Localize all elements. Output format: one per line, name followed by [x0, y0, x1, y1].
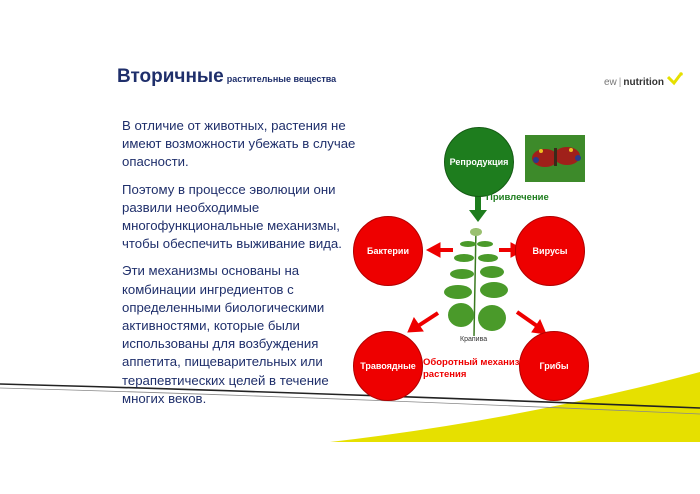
defense-mechanism-label: Оборотный механизм растения: [423, 357, 527, 380]
attraction-arrow: [469, 193, 487, 222]
bacteria-label: Бактерии: [367, 246, 409, 256]
reproduction-label: Репродукция: [449, 157, 509, 167]
title-main: Вторичные: [117, 66, 224, 87]
reproduction-circle: Репродукция: [444, 127, 514, 197]
logo-check-icon: [666, 72, 683, 86]
paragraph: В отличие от животных, растения не имеют…: [122, 118, 356, 170]
paragraph: Поэтому в процессе эволюции они развили …: [122, 181, 342, 252]
bacteria-circle: Бактерии: [353, 216, 423, 286]
viruses-label: Вирусы: [532, 246, 568, 256]
viruses-circle: Вирусы: [515, 216, 585, 286]
body-text: В отличие от животных, растения не имеют…: [122, 117, 357, 417]
fungi-label: Грибы: [539, 361, 569, 371]
nettle-plant-image: [444, 227, 508, 337]
paragraph: Эти механизмы основаны на комбинации инг…: [122, 263, 329, 406]
title-sub: растительные вещества: [226, 74, 337, 84]
logo-nutrition: nutrition: [623, 77, 664, 88]
logo-ew: ew: [604, 77, 617, 88]
butterfly-image: [525, 135, 585, 182]
plant-label: Крапива: [460, 336, 488, 343]
herbivores-circle: Травоядные: [353, 331, 423, 401]
ew-nutrition-logo: ew|nutrition: [604, 72, 683, 88]
attraction-label: Привлечение: [486, 192, 549, 203]
herbivores-label: Травоядные: [360, 361, 416, 371]
fungi-circle: Грибы: [519, 331, 589, 401]
